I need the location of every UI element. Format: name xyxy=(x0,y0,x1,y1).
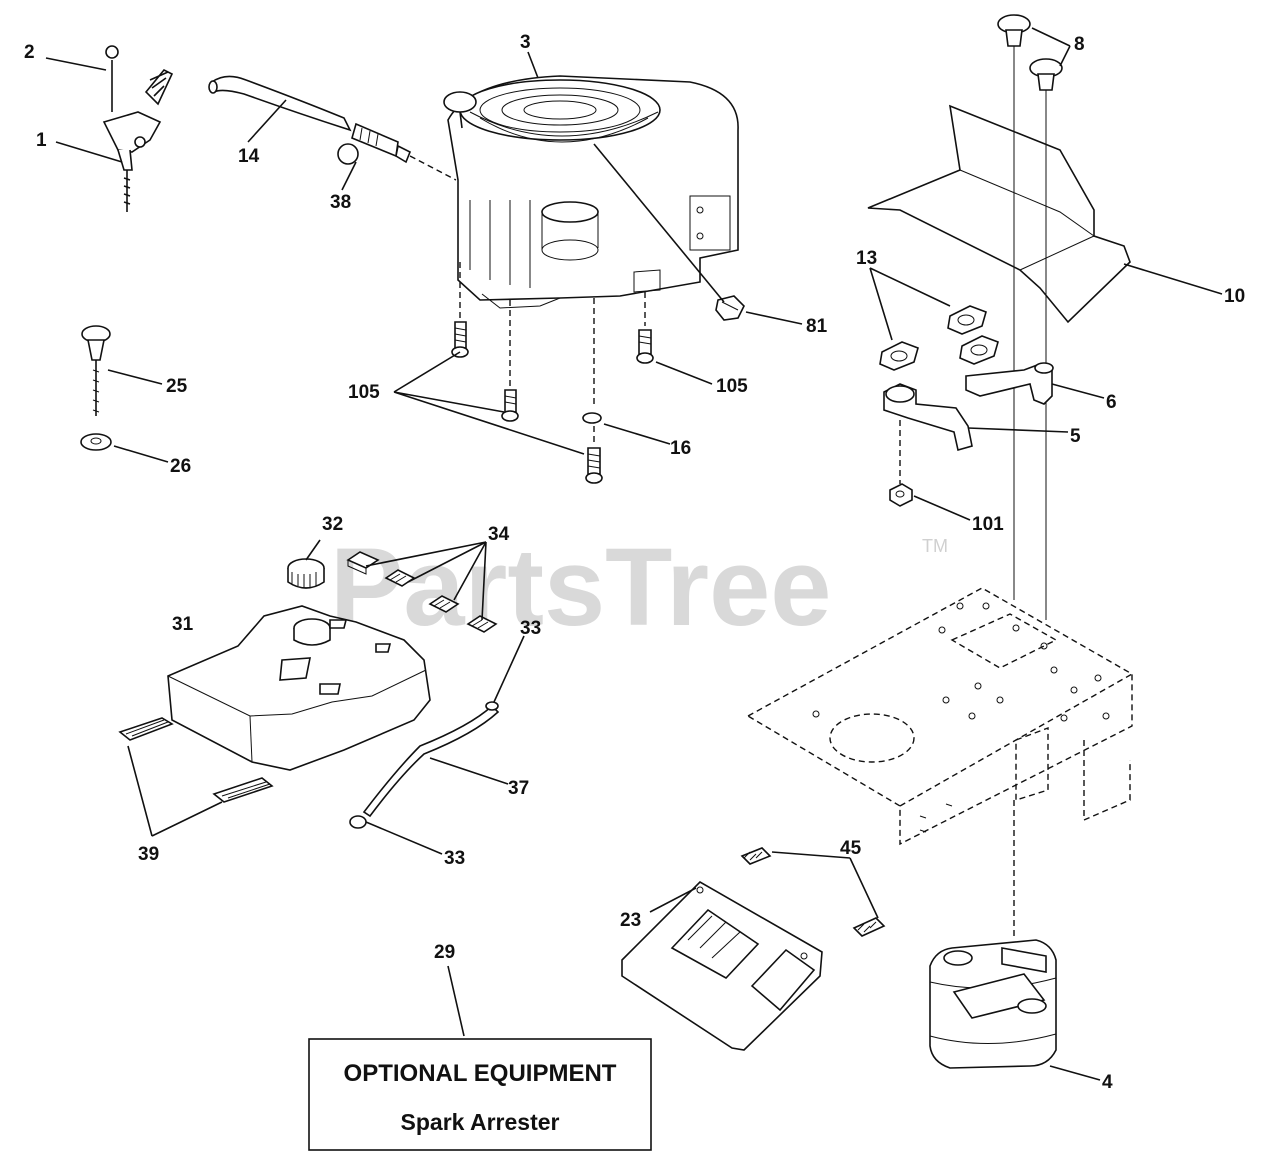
callout-33-bottom: 33 xyxy=(444,848,465,869)
optional-equipment-subtitle: Spark Arrester xyxy=(401,1109,560,1135)
callout-2: 2 xyxy=(24,42,35,63)
fuel-cap-part xyxy=(287,558,325,589)
exhaust-pipe-part xyxy=(883,362,1054,507)
watermark-text: PartsTree xyxy=(330,526,831,649)
callout-10: 10 xyxy=(1224,286,1245,307)
callout-34: 34 xyxy=(488,524,510,545)
optional-equipment-box: OPTIONAL EQUIPMENT Spark Arrester xyxy=(308,1038,652,1151)
callout-25: 25 xyxy=(166,376,188,397)
throttle-control-part xyxy=(102,45,174,212)
callout-39: 39 xyxy=(138,844,159,865)
callout-37: 37 xyxy=(508,778,529,799)
callout-101: 101 xyxy=(972,514,1004,535)
callout-26: 26 xyxy=(170,456,191,477)
choke-knob-part xyxy=(80,325,112,451)
mounting-plate-part xyxy=(746,587,1133,940)
optional-equipment-title: OPTIONAL EQUIPMENT xyxy=(344,1060,617,1087)
top-bolts-part xyxy=(997,14,1063,620)
watermark-tm: TM xyxy=(922,536,948,556)
callout-105-right: 105 xyxy=(716,376,748,397)
callout-33-top: 33 xyxy=(520,618,541,639)
callout-8: 8 xyxy=(1074,34,1085,55)
spark-arrester-part xyxy=(621,847,886,1051)
callout-32: 32 xyxy=(322,514,343,535)
callout-5: 5 xyxy=(1070,426,1081,447)
callout-4: 4 xyxy=(1102,1072,1113,1093)
callout-6: 6 xyxy=(1106,392,1117,413)
nut-81-part xyxy=(715,295,745,321)
fuel-fitting-part xyxy=(337,122,457,181)
fuel-hose-part xyxy=(349,701,500,829)
callout-13: 13 xyxy=(856,248,877,269)
engine-part xyxy=(443,75,739,309)
exhaust-gasket-part xyxy=(879,305,999,371)
callout-105-left: 105 xyxy=(348,382,380,403)
fuel-tank-part xyxy=(167,605,431,771)
leader-lines xyxy=(45,27,1223,1081)
tank-mount-pads-part xyxy=(118,717,274,803)
callout-1: 1 xyxy=(36,130,47,151)
callout-labels: 2 1 3 14 38 8 10 13 6 5 81 105 105 16 25… xyxy=(24,32,1245,1093)
tank-pads-part xyxy=(346,551,498,633)
callout-16: 16 xyxy=(670,438,691,459)
callout-31: 31 xyxy=(172,614,194,635)
callout-23: 23 xyxy=(620,910,641,931)
callout-29: 29 xyxy=(434,942,455,963)
callout-3: 3 xyxy=(520,32,531,53)
muffler-part xyxy=(929,939,1057,1069)
fuel-line-part xyxy=(208,75,352,132)
callout-14: 14 xyxy=(238,146,260,167)
callout-81: 81 xyxy=(806,316,828,337)
callout-38: 38 xyxy=(330,192,351,213)
heat-shield-part xyxy=(867,104,1131,324)
callout-45: 45 xyxy=(840,838,862,859)
